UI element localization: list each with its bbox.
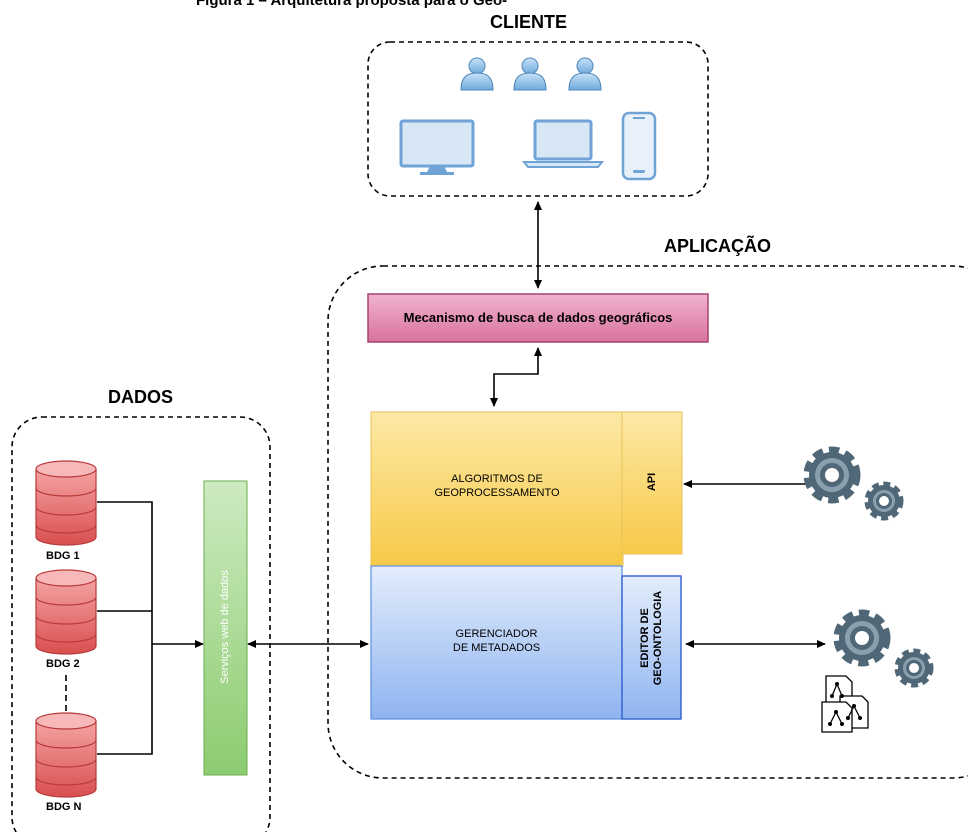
client-group [367, 41, 709, 197]
database-connectors [65, 501, 204, 755]
metadata-manager-label: GERENCIADOR DE METADADOS [371, 627, 622, 655]
algorithms-label: ALGORITMOS DE GEOPROCESSAMENTO [371, 472, 623, 500]
gear-icon [868, 485, 900, 517]
database-label-2: BDG 2 [46, 658, 80, 670]
web-services-box [203, 480, 248, 776]
algorithms-label-line1: ALGORITMOS DE [451, 473, 543, 485]
gear-icon [898, 652, 930, 684]
geo-ontology-editor-label-line1: EDITOR DE [639, 608, 651, 668]
search-algorithms-connector [490, 347, 542, 407]
database-label-1: BDG 1 [46, 550, 80, 562]
user-icon [568, 57, 602, 91]
metadata-manager-box [370, 565, 623, 720]
user-icon [513, 57, 547, 91]
database-label-n: BDG N [46, 801, 82, 813]
laptop-icon [521, 119, 605, 168]
application-group-title: APLICAÇÃO [664, 236, 771, 256]
web-services-label: Serviços web de dados [219, 570, 231, 684]
search-engine-label: Mecanismo de busca de dados geográficos [403, 310, 673, 325]
algorithms-label-line2: GEOPROCESSAMENTO [434, 487, 560, 499]
smartphone-icon [621, 111, 657, 181]
ontology-document-icon [821, 675, 869, 733]
figure-caption: Figura 1 – Arquitetura proposta para o G… [196, 0, 508, 9]
gear-icon [839, 615, 885, 661]
metadata-manager-label-line2: DE METADADOS [452, 642, 541, 654]
database-icon [35, 460, 97, 546]
data-group [11, 416, 271, 832]
client-group-title: CLIENTE [490, 12, 568, 32]
api-label: API [646, 472, 658, 492]
database-icon [35, 712, 97, 798]
data-group-title: DADOS [108, 387, 174, 407]
api-box [621, 411, 683, 555]
geo-ontology-editor-label-line2: GEO-ONTOLOGIA [652, 590, 664, 686]
search-engine-box [367, 293, 709, 343]
algorithms-box [370, 411, 624, 567]
user-icon [460, 57, 494, 91]
geo-ontology-editor-box [621, 575, 682, 720]
gear-icon [809, 452, 855, 498]
application-group [327, 265, 968, 779]
metadata-manager-label-line1: GERENCIADOR [455, 628, 538, 640]
database-icon [35, 569, 97, 655]
geo-ontology-editor-label: EDITOR DE GEO-ONTOLOGIA [639, 578, 665, 698]
monitor-icon [399, 119, 475, 175]
